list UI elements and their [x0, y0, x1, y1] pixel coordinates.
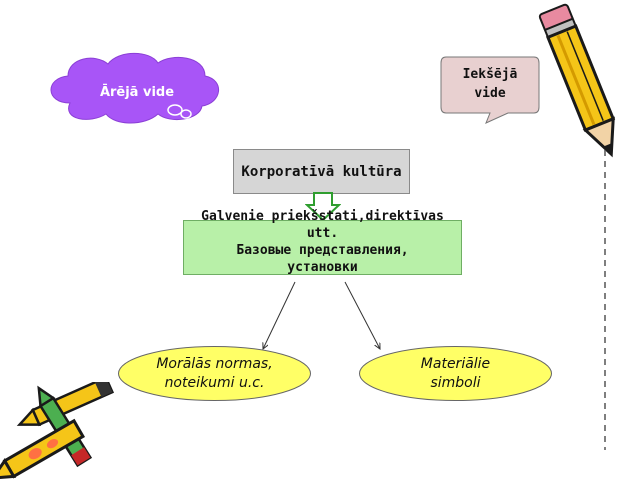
right-ellipse-line-2: simboli: [430, 374, 481, 391]
arrow-left: [263, 281, 296, 349]
crayons-icon: [0, 382, 115, 480]
edge-line: [604, 150, 606, 450]
core-box-text: Galvenie priekšstati,direktīvas utt. Баз…: [183, 208, 462, 276]
right-ellipse-line-1: Materiālie: [420, 355, 491, 372]
left-ellipse-line-2: noteikumi u.c.: [164, 374, 265, 391]
left-ellipse-text: Morālās normas, noteikumi u.c.: [117, 345, 312, 402]
cloud-shape: [50, 52, 219, 124]
left-ellipse-shape: [118, 346, 311, 401]
core-line-1: Galvenie priekšstati,direktīvas: [201, 209, 444, 224]
core-line-4: установки: [287, 260, 358, 275]
cloud-label: Ārējā vide: [99, 84, 175, 100]
down-arrow-icon: [305, 192, 341, 222]
arrow-right: [344, 281, 380, 349]
left-ellipse-line-1: Morālās normas,: [156, 355, 273, 372]
callout-label-text: Iekšējā vide: [462, 67, 518, 101]
callout-shape: [440, 56, 540, 124]
right-ellipse-shape: [359, 346, 552, 401]
core-line-2: utt.: [306, 226, 339, 241]
right-ellipse-text: Materiālie simboli: [358, 345, 553, 402]
callout-label: Iekšējā vide: [441, 58, 539, 110]
core-line-3: Базовые представления,: [236, 243, 409, 258]
pencil-icon: [538, 3, 616, 158]
core-box: [183, 220, 462, 275]
